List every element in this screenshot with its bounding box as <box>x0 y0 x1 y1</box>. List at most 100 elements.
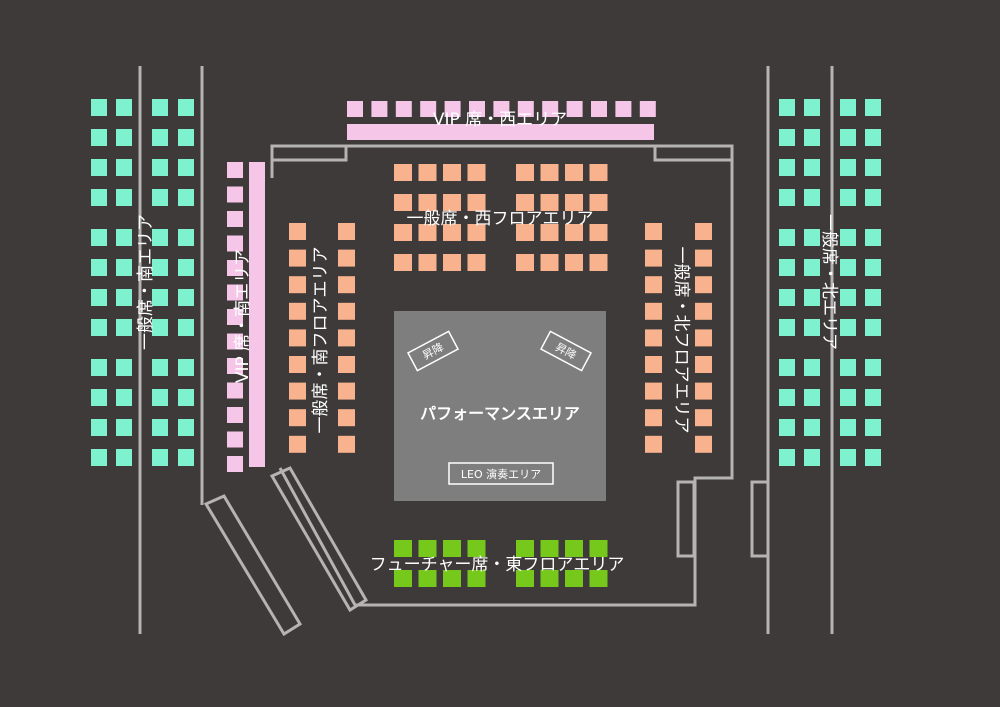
general-south-seat <box>178 99 194 116</box>
general-north-seat <box>840 229 856 246</box>
general-south-seat <box>91 189 107 206</box>
general-north-seat <box>865 159 881 176</box>
general-south-seat <box>152 449 168 466</box>
general-west-floor-seat <box>516 164 534 181</box>
general-south-seat <box>116 389 132 406</box>
vip-south-seat <box>227 407 243 423</box>
general-west-floor-seat <box>565 254 583 271</box>
general-north-floor-seat <box>645 382 662 400</box>
vip-south-seat <box>227 333 243 350</box>
general-south-seat <box>91 259 107 276</box>
general-south-floor-seat <box>338 356 355 373</box>
general-south-seat <box>91 359 107 376</box>
general-west-floor-seat <box>565 194 583 211</box>
future-east-floor-seat <box>565 570 583 587</box>
general-west-floor-seat <box>565 224 583 241</box>
general-north-floor-seat <box>645 249 662 267</box>
vip-south-seat <box>227 431 243 448</box>
general-south-seat <box>178 319 194 336</box>
general-north-seat <box>779 259 795 276</box>
vip-south-seat <box>227 358 243 374</box>
general-west-floor-seat <box>394 254 412 271</box>
general-north-floor-seat <box>645 409 662 427</box>
general-west-floor-seat <box>467 194 486 211</box>
general-south-floor-seat <box>289 382 306 400</box>
general-south-floor-seat <box>338 382 355 400</box>
general-north-seat <box>840 389 856 406</box>
vip-south-seat <box>227 186 243 203</box>
general-south-floor-seat <box>289 409 306 427</box>
vip-west-seat <box>444 101 461 117</box>
general-north-label: 一般席・北エリア <box>819 214 839 350</box>
vip-south-seat <box>227 235 243 252</box>
general-north-seat <box>840 189 856 206</box>
future-east-floor-seat <box>394 540 412 557</box>
general-south-seat <box>116 229 132 246</box>
vip-west-seat <box>591 101 607 117</box>
general-north-seat <box>804 389 820 406</box>
general-north-seat <box>865 99 881 116</box>
floor-outline <box>270 144 734 607</box>
general-north-seat <box>865 229 881 246</box>
vip-west-label: VIP 席・西エリア <box>433 110 567 130</box>
general-south-floor-seat <box>289 356 306 373</box>
general-north-seat <box>865 129 881 146</box>
general-south-floor-seat <box>289 249 306 267</box>
general-north-seat <box>840 159 856 176</box>
general-west-floor-seat <box>467 164 486 181</box>
general-south-seat <box>152 259 168 276</box>
general-north-seat <box>840 289 856 306</box>
general-north-seat <box>804 449 820 466</box>
future-east-floor-seat <box>418 570 437 587</box>
seat-blocks <box>91 99 881 587</box>
general-west-floor-seat <box>540 254 559 271</box>
general-north-seat <box>865 259 881 276</box>
general-west-floor-seat <box>540 164 559 181</box>
general-north-floor-seat <box>645 435 662 453</box>
general-south-floor-seat <box>338 276 355 294</box>
general-north-seat <box>779 159 795 176</box>
future-east-floor-seat <box>516 540 534 557</box>
general-north-floor-label: 一般席・北フロアエリア <box>671 247 691 434</box>
general-north-seat <box>779 289 795 306</box>
general-south-label: 一般席・南エリア <box>136 214 156 350</box>
general-south-seat <box>152 319 168 336</box>
general-north-seat <box>865 359 881 376</box>
general-west-floor-seat <box>467 224 486 241</box>
general-south-seat <box>178 359 194 376</box>
vip-west-seat <box>566 101 583 117</box>
future-east-floor-seat <box>540 540 559 557</box>
general-south-seat <box>116 259 132 276</box>
general-north-seat <box>779 319 795 336</box>
general-north-seat <box>840 419 856 436</box>
general-north-floor-seat <box>645 356 662 373</box>
future-east-floor-seat <box>589 570 608 587</box>
general-south-seat <box>152 229 168 246</box>
general-north-seat <box>779 99 795 116</box>
future-east-floor-label: フューチャー席・東フロアエリア <box>370 555 625 575</box>
general-north-seat <box>804 99 820 116</box>
general-north-seat <box>865 289 881 306</box>
general-south-floor-seat <box>289 223 306 240</box>
corner-left-detail <box>270 146 348 162</box>
general-south-seat <box>91 389 107 406</box>
vip-west-seat <box>542 101 559 117</box>
general-north-seat <box>779 359 795 376</box>
general-west-floor-seat <box>443 164 461 181</box>
future-east-floor-seat <box>516 570 534 587</box>
vip-south-seat <box>227 309 243 325</box>
general-west-floor-seat <box>394 164 412 181</box>
general-south-floor-seat <box>289 435 306 453</box>
general-south-floor-seat <box>289 276 306 294</box>
performance-area-label: パフォーマンスエリア <box>420 404 580 423</box>
general-west-floor-seat <box>540 194 559 211</box>
general-north-floor-seat <box>695 382 712 400</box>
general-north-seat <box>840 129 856 146</box>
general-south-floor-seat <box>338 435 355 453</box>
general-north-seat <box>804 289 820 306</box>
vip-south-label: VIP 席・南エリア <box>233 249 253 383</box>
vip-west-seat <box>493 101 510 117</box>
general-north-seat <box>804 189 820 206</box>
general-west-floor-seat <box>418 224 437 241</box>
general-north-seat <box>804 359 820 376</box>
